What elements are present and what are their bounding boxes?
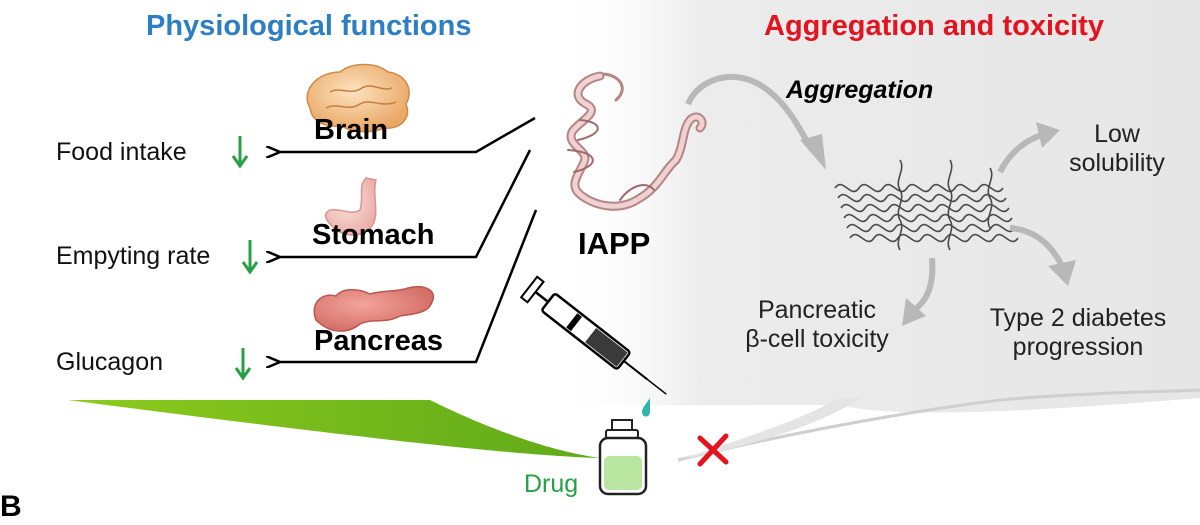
outcome-beta-cell-line1: Pancreatic bbox=[757, 296, 877, 324]
organ-brain-label: Brain bbox=[314, 114, 389, 146]
stomach-icon bbox=[324, 177, 377, 236]
organ-stomach-label: Stomach bbox=[312, 219, 435, 251]
drop-icon bbox=[642, 398, 650, 417]
beta-cell-arrow bbox=[902, 257, 936, 326]
iapp-label: IAPP bbox=[578, 226, 651, 261]
iapp-protein-icon bbox=[566, 71, 707, 211]
down-arrow-icon bbox=[231, 136, 249, 169]
panel-letter: B bbox=[0, 490, 22, 523]
outcome-low-solubility-line1: Low bbox=[1094, 120, 1140, 148]
outcome-diabetes-line2: progression bbox=[1012, 332, 1144, 361]
fibril-icon bbox=[834, 159, 1019, 251]
figure-graphics bbox=[68, 0, 1200, 496]
aggregation-label: Aggregation bbox=[786, 76, 934, 104]
outcome-beta-cell-line2: β-cell toxicity bbox=[745, 324, 889, 353]
organ-pancreas-label: Pancreas bbox=[314, 325, 443, 357]
pancreas-icon bbox=[313, 286, 435, 332]
brain-arrow bbox=[278, 116, 536, 152]
low-solubility-arrow bbox=[997, 122, 1060, 174]
outcome-diabetes-progression: Type 2 diabetes progression bbox=[972, 304, 1184, 362]
physiological-functions-title: Physiological functions bbox=[146, 10, 472, 42]
outcome-low-solubility: Low solubility bbox=[1062, 120, 1172, 178]
aggregation-arrow bbox=[685, 74, 826, 170]
stomach-arrow bbox=[278, 149, 532, 257]
effect-emptying-rate: Empyting rate bbox=[56, 242, 211, 270]
outcome-diabetes-line1: Type 2 diabetes bbox=[989, 304, 1167, 332]
outcome-low-solubility-line2: solubility bbox=[1069, 148, 1165, 177]
green-wedge bbox=[68, 400, 600, 458]
down-arrow-icon bbox=[241, 240, 259, 275]
pancreas-arrow bbox=[278, 209, 538, 362]
gray-wedge-line bbox=[677, 388, 1200, 462]
blocked-x-icon bbox=[697, 433, 729, 467]
down-arrow-icon bbox=[234, 348, 252, 381]
effect-glucagon: Glucagon bbox=[56, 348, 164, 376]
effect-food-intake: Food intake bbox=[56, 138, 187, 166]
aggregation-shade bbox=[560, 0, 1200, 413]
drug-label: Drug bbox=[524, 470, 579, 498]
diabetes-arrow bbox=[1009, 225, 1076, 286]
outcome-beta-cell-toxicity: Pancreatic β-cell toxicity bbox=[732, 296, 902, 354]
brain-icon bbox=[306, 63, 410, 133]
syringe-icon bbox=[519, 275, 667, 395]
vial-icon bbox=[598, 419, 648, 496]
aggregation-toxicity-title: Aggregation and toxicity bbox=[764, 10, 1104, 42]
